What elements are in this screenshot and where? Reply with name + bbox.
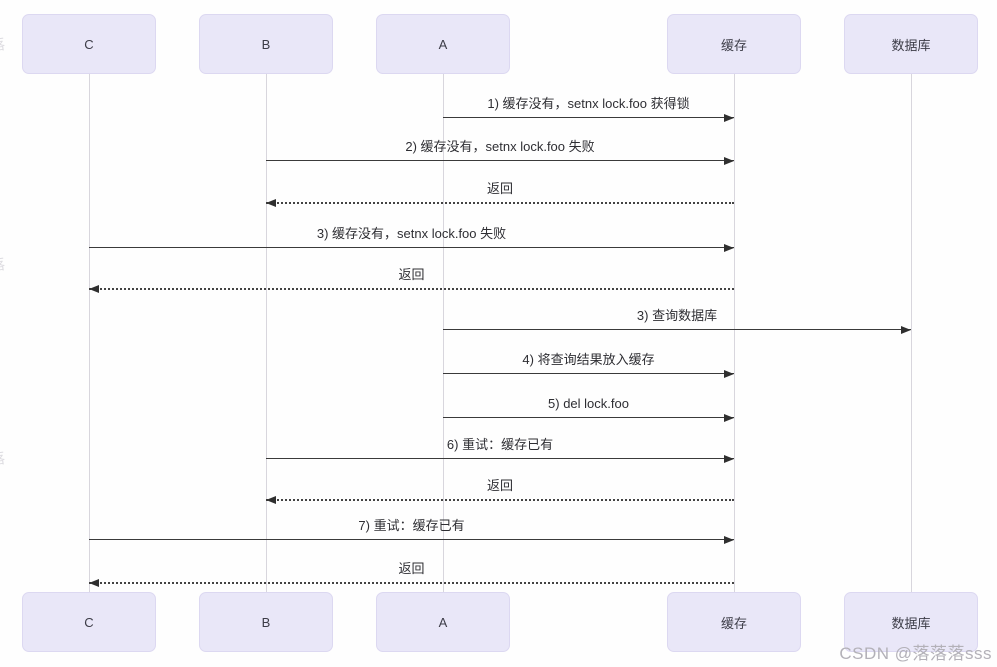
lifeline-cache bbox=[734, 74, 735, 592]
message-label-9: 6) 重试：缓存已有 bbox=[446, 437, 554, 452]
actor-label: A bbox=[438, 36, 448, 52]
actor-label: 数据库 bbox=[891, 615, 931, 631]
message-label-8: 5) del lock.foo bbox=[548, 396, 629, 411]
lifeline-A bbox=[443, 74, 444, 592]
message-label-4: 3) 缓存没有，setnx lock.foo 失败 bbox=[316, 226, 507, 241]
message-label-2: 2) 缓存没有，setnx lock.foo 失败 bbox=[405, 139, 595, 154]
message-line-3 bbox=[266, 202, 734, 204]
actor-label: 缓存 bbox=[720, 37, 747, 53]
message-label-3: 返回 bbox=[486, 181, 514, 196]
lifeline-B bbox=[266, 74, 267, 592]
actor-box-top-A: A bbox=[376, 14, 510, 74]
lifeline-db bbox=[911, 74, 912, 592]
arrowhead-right-icon bbox=[724, 414, 734, 422]
arrowhead-left-icon bbox=[89, 579, 99, 587]
arrowhead-right-icon bbox=[724, 370, 734, 378]
actor-box-bottom-A: A bbox=[376, 592, 510, 652]
message-line-7 bbox=[443, 373, 734, 374]
edge-watermark-fragment: 落 bbox=[0, 450, 7, 469]
message-line-4 bbox=[89, 247, 734, 248]
message-label-12: 返回 bbox=[398, 561, 425, 576]
actor-box-bottom-C: C bbox=[22, 592, 156, 652]
message-line-9 bbox=[266, 458, 734, 459]
actor-box-top-db: 数据库 bbox=[844, 14, 978, 74]
message-label-11: 7) 重试：缓存已有 bbox=[358, 518, 465, 533]
arrowhead-right-icon bbox=[724, 244, 734, 252]
actor-label: A bbox=[438, 614, 448, 630]
actor-label: B bbox=[261, 614, 271, 630]
actor-box-bottom-db: 数据库 bbox=[844, 592, 978, 652]
actor-box-bottom-cache: 缓存 bbox=[667, 592, 801, 652]
actor-label: C bbox=[84, 36, 94, 52]
message-label-5: 返回 bbox=[398, 267, 425, 282]
message-line-11 bbox=[89, 539, 734, 540]
lifeline-C bbox=[89, 74, 90, 592]
arrowhead-right-icon bbox=[724, 536, 734, 544]
message-line-5 bbox=[89, 288, 734, 290]
message-label-7: 4) 将查询结果放入缓存 bbox=[522, 352, 655, 367]
message-line-8 bbox=[443, 417, 734, 418]
actor-label: B bbox=[261, 36, 271, 52]
message-label-10: 返回 bbox=[486, 478, 514, 493]
edge-watermark-fragment: 落 bbox=[0, 36, 7, 55]
message-line-12 bbox=[89, 582, 734, 584]
message-line-2 bbox=[266, 160, 734, 161]
arrowhead-left-icon bbox=[266, 496, 276, 504]
actor-box-top-B: B bbox=[199, 14, 333, 74]
edge-watermark-fragment: 落 bbox=[0, 256, 7, 275]
message-label-1: 1) 缓存没有，setnx lock.foo 获得锁 bbox=[487, 96, 690, 111]
actor-box-bottom-B: B bbox=[199, 592, 333, 652]
arrowhead-left-icon bbox=[266, 199, 276, 207]
message-line-6 bbox=[443, 329, 911, 330]
arrowhead-right-icon bbox=[724, 114, 734, 122]
actor-label: 缓存 bbox=[720, 615, 747, 631]
arrowhead-right-icon bbox=[724, 157, 734, 165]
message-label-6: 3) 查询数据库 bbox=[636, 308, 718, 323]
actor-label: 数据库 bbox=[891, 37, 931, 53]
actor-box-top-C: C bbox=[22, 14, 156, 74]
arrowhead-right-icon bbox=[901, 326, 911, 334]
actor-box-top-cache: 缓存 bbox=[667, 14, 801, 74]
actor-label: C bbox=[84, 614, 94, 630]
csdn-watermark: CSDN @落落落sss bbox=[839, 644, 992, 663]
message-line-1 bbox=[443, 117, 734, 118]
arrowhead-left-icon bbox=[89, 285, 99, 293]
message-line-10 bbox=[266, 499, 734, 501]
arrowhead-right-icon bbox=[724, 455, 734, 463]
